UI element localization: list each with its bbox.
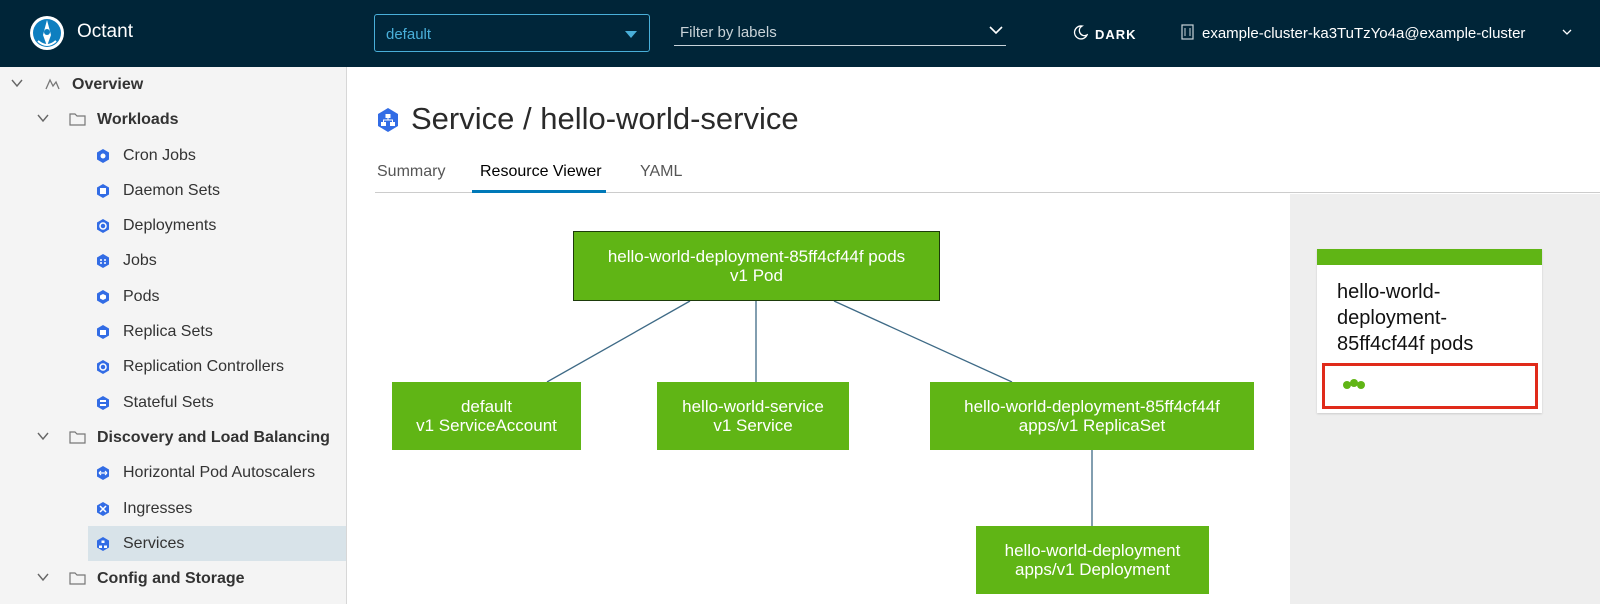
- service-resource-icon: [378, 108, 398, 132]
- nav-item-hpa[interactable]: Horizontal Pod Autoscalers: [0, 455, 346, 490]
- nav-item-deployments[interactable]: Deployments: [0, 208, 346, 243]
- tab-bar: Summary Resource Viewer YAML: [375, 157, 1600, 193]
- graph-node-serviceaccount[interactable]: default v1 ServiceAccount: [392, 382, 581, 450]
- chevron-down-icon[interactable]: [11, 79, 23, 88]
- graph-edges: [546, 300, 1093, 526]
- nav-item-replica-sets[interactable]: Replica Sets: [0, 314, 346, 349]
- tab-resource-viewer[interactable]: Resource Viewer: [472, 157, 606, 193]
- nav-item-label: Ingresses: [123, 500, 193, 517]
- daemonset-resource-icon: [97, 184, 109, 198]
- node-kind: v1 Pod: [730, 266, 783, 285]
- node-name: hello-world-service: [682, 397, 824, 416]
- nav-item-label: Services: [123, 535, 185, 552]
- replicaset-resource-icon: [97, 325, 109, 339]
- building-icon: [1181, 24, 1194, 40]
- label-filter-input[interactable]: Filter by labels: [674, 16, 1006, 46]
- namespace-select[interactable]: default: [374, 14, 650, 52]
- moon-icon: [1073, 25, 1088, 40]
- nav-item-label: Deployments: [123, 217, 217, 234]
- deployment-resource-icon: [97, 219, 109, 233]
- node-kind: apps/v1 Deployment: [1015, 560, 1170, 579]
- pod-status-dot[interactable]: [1343, 381, 1351, 389]
- nav-overview[interactable]: Overview: [0, 67, 346, 102]
- nav-item-ingresses[interactable]: Ingresses: [0, 491, 346, 526]
- chevron-down-icon[interactable]: [37, 432, 49, 441]
- namespace-value: default: [386, 26, 432, 43]
- cluster-name: example-cluster-ka3TuTzYo4a@example-clus…: [1202, 25, 1526, 42]
- pod-status-highlight: [1322, 363, 1538, 409]
- chevron-down-icon[interactable]: [37, 573, 49, 582]
- chevron-down-icon: [989, 26, 1003, 35]
- edge-pods-serviceaccount: [546, 300, 691, 383]
- hpa-resource-icon: [97, 466, 109, 480]
- node-kind: v1 Service: [713, 416, 793, 435]
- nav-item-daemon-sets[interactable]: Daemon Sets: [0, 173, 346, 208]
- nav-item-services[interactable]: Services: [88, 526, 346, 561]
- octant-logo-icon[interactable]: [28, 13, 66, 53]
- folder-icon: [69, 431, 86, 444]
- graph-node-deployment[interactable]: hello-world-deployment apps/v1 Deploymen…: [976, 526, 1209, 594]
- tab-summary[interactable]: Summary: [377, 163, 446, 180]
- graph-node-replicaset[interactable]: hello-world-deployment-85ff4cf44f apps/v…: [930, 382, 1254, 450]
- main-content: Service / hello-world-service Summary Re…: [347, 67, 1600, 604]
- sidebar: Overview Workloads Cron Jobs Daemon Sets…: [0, 67, 347, 604]
- card-title: hello-world-deployment-85ff4cf44f pods: [1337, 281, 1474, 355]
- nav-item-pods[interactable]: Pods: [0, 279, 346, 314]
- nav-item-label: Replica Sets: [123, 323, 213, 340]
- pod-status-dot[interactable]: [1357, 381, 1365, 389]
- nav-discovery-label: Discovery and Load Balancing: [97, 429, 330, 446]
- tab-yaml[interactable]: YAML: [640, 163, 683, 180]
- edge-pods-replicaset: [833, 300, 1013, 383]
- resource-detail-panel: hello-world-deployment-85ff4cf44f pods: [1290, 194, 1600, 604]
- nav-item-label: Cron Jobs: [123, 147, 196, 164]
- app-title: Octant: [77, 21, 133, 42]
- cronjob-resource-icon: [97, 149, 109, 163]
- nav-item-cron-jobs[interactable]: Cron Jobs: [0, 138, 346, 173]
- dark-mode-label: DARK: [1095, 27, 1137, 42]
- overview-icon: [45, 78, 60, 90]
- job-resource-icon: [97, 254, 109, 268]
- nav-item-label: Horizontal Pod Autoscalers: [123, 464, 316, 481]
- nav-config-label: Config and Storage: [97, 570, 245, 587]
- nav-item-label: Stateful Sets: [123, 394, 214, 411]
- nav-workloads-label: Workloads: [97, 111, 179, 128]
- folder-icon: [69, 113, 86, 126]
- chevron-down-icon[interactable]: [37, 114, 49, 123]
- replicationcontroller-resource-icon: [97, 360, 109, 374]
- chevron-down-icon: [1562, 29, 1572, 35]
- pod-resource-icon: [97, 290, 109, 304]
- graph-node-pods[interactable]: hello-world-deployment-85ff4cf44f pods v…: [573, 231, 940, 301]
- status-bar: [1317, 249, 1542, 265]
- nav-item-jobs[interactable]: Jobs: [0, 243, 346, 278]
- nav-workloads[interactable]: Workloads: [0, 102, 346, 137]
- ingress-resource-icon: [97, 502, 109, 516]
- node-name: hello-world-deployment-85ff4cf44f pods: [607, 247, 906, 266]
- resource-graph: hello-world-deployment-85ff4cf44f pods v…: [375, 194, 1290, 604]
- nav-item-replication-controllers[interactable]: Replication Controllers: [0, 349, 346, 384]
- node-name: hello-world-deployment-85ff4cf44f: [964, 397, 1220, 416]
- node-kind: v1 ServiceAccount: [416, 416, 557, 435]
- nav-item-label: Daemon Sets: [123, 182, 220, 199]
- nav-item-label: Jobs: [123, 252, 157, 269]
- nav-item-label: Replication Controllers: [123, 358, 284, 375]
- nav-discovery[interactable]: Discovery and Load Balancing: [0, 420, 346, 455]
- nav-config-storage[interactable]: Config and Storage: [0, 561, 346, 596]
- caret-down-icon: [625, 31, 637, 38]
- node-name: default: [460, 397, 513, 416]
- nav-overview-label: Overview: [72, 76, 144, 93]
- filter-placeholder: Filter by labels: [680, 24, 777, 41]
- nav-item-stateful-sets[interactable]: Stateful Sets: [0, 385, 346, 420]
- top-header: Octant default Filter by labels DARK exa…: [0, 0, 1600, 67]
- graph-node-service[interactable]: hello-world-service v1 Service: [657, 382, 849, 450]
- pod-status-dot[interactable]: [1350, 379, 1358, 387]
- folder-icon: [69, 572, 86, 585]
- page-title-text: Service / hello-world-service: [411, 101, 799, 136]
- pod-detail-card[interactable]: hello-world-deployment-85ff4cf44f pods: [1317, 249, 1542, 413]
- node-name: hello-world-deployment: [1004, 541, 1181, 560]
- nav-item-label: Pods: [123, 288, 160, 305]
- statefulset-resource-icon: [97, 396, 109, 410]
- service-resource-icon: [97, 537, 109, 551]
- node-kind: apps/v1 ReplicaSet: [1018, 416, 1166, 435]
